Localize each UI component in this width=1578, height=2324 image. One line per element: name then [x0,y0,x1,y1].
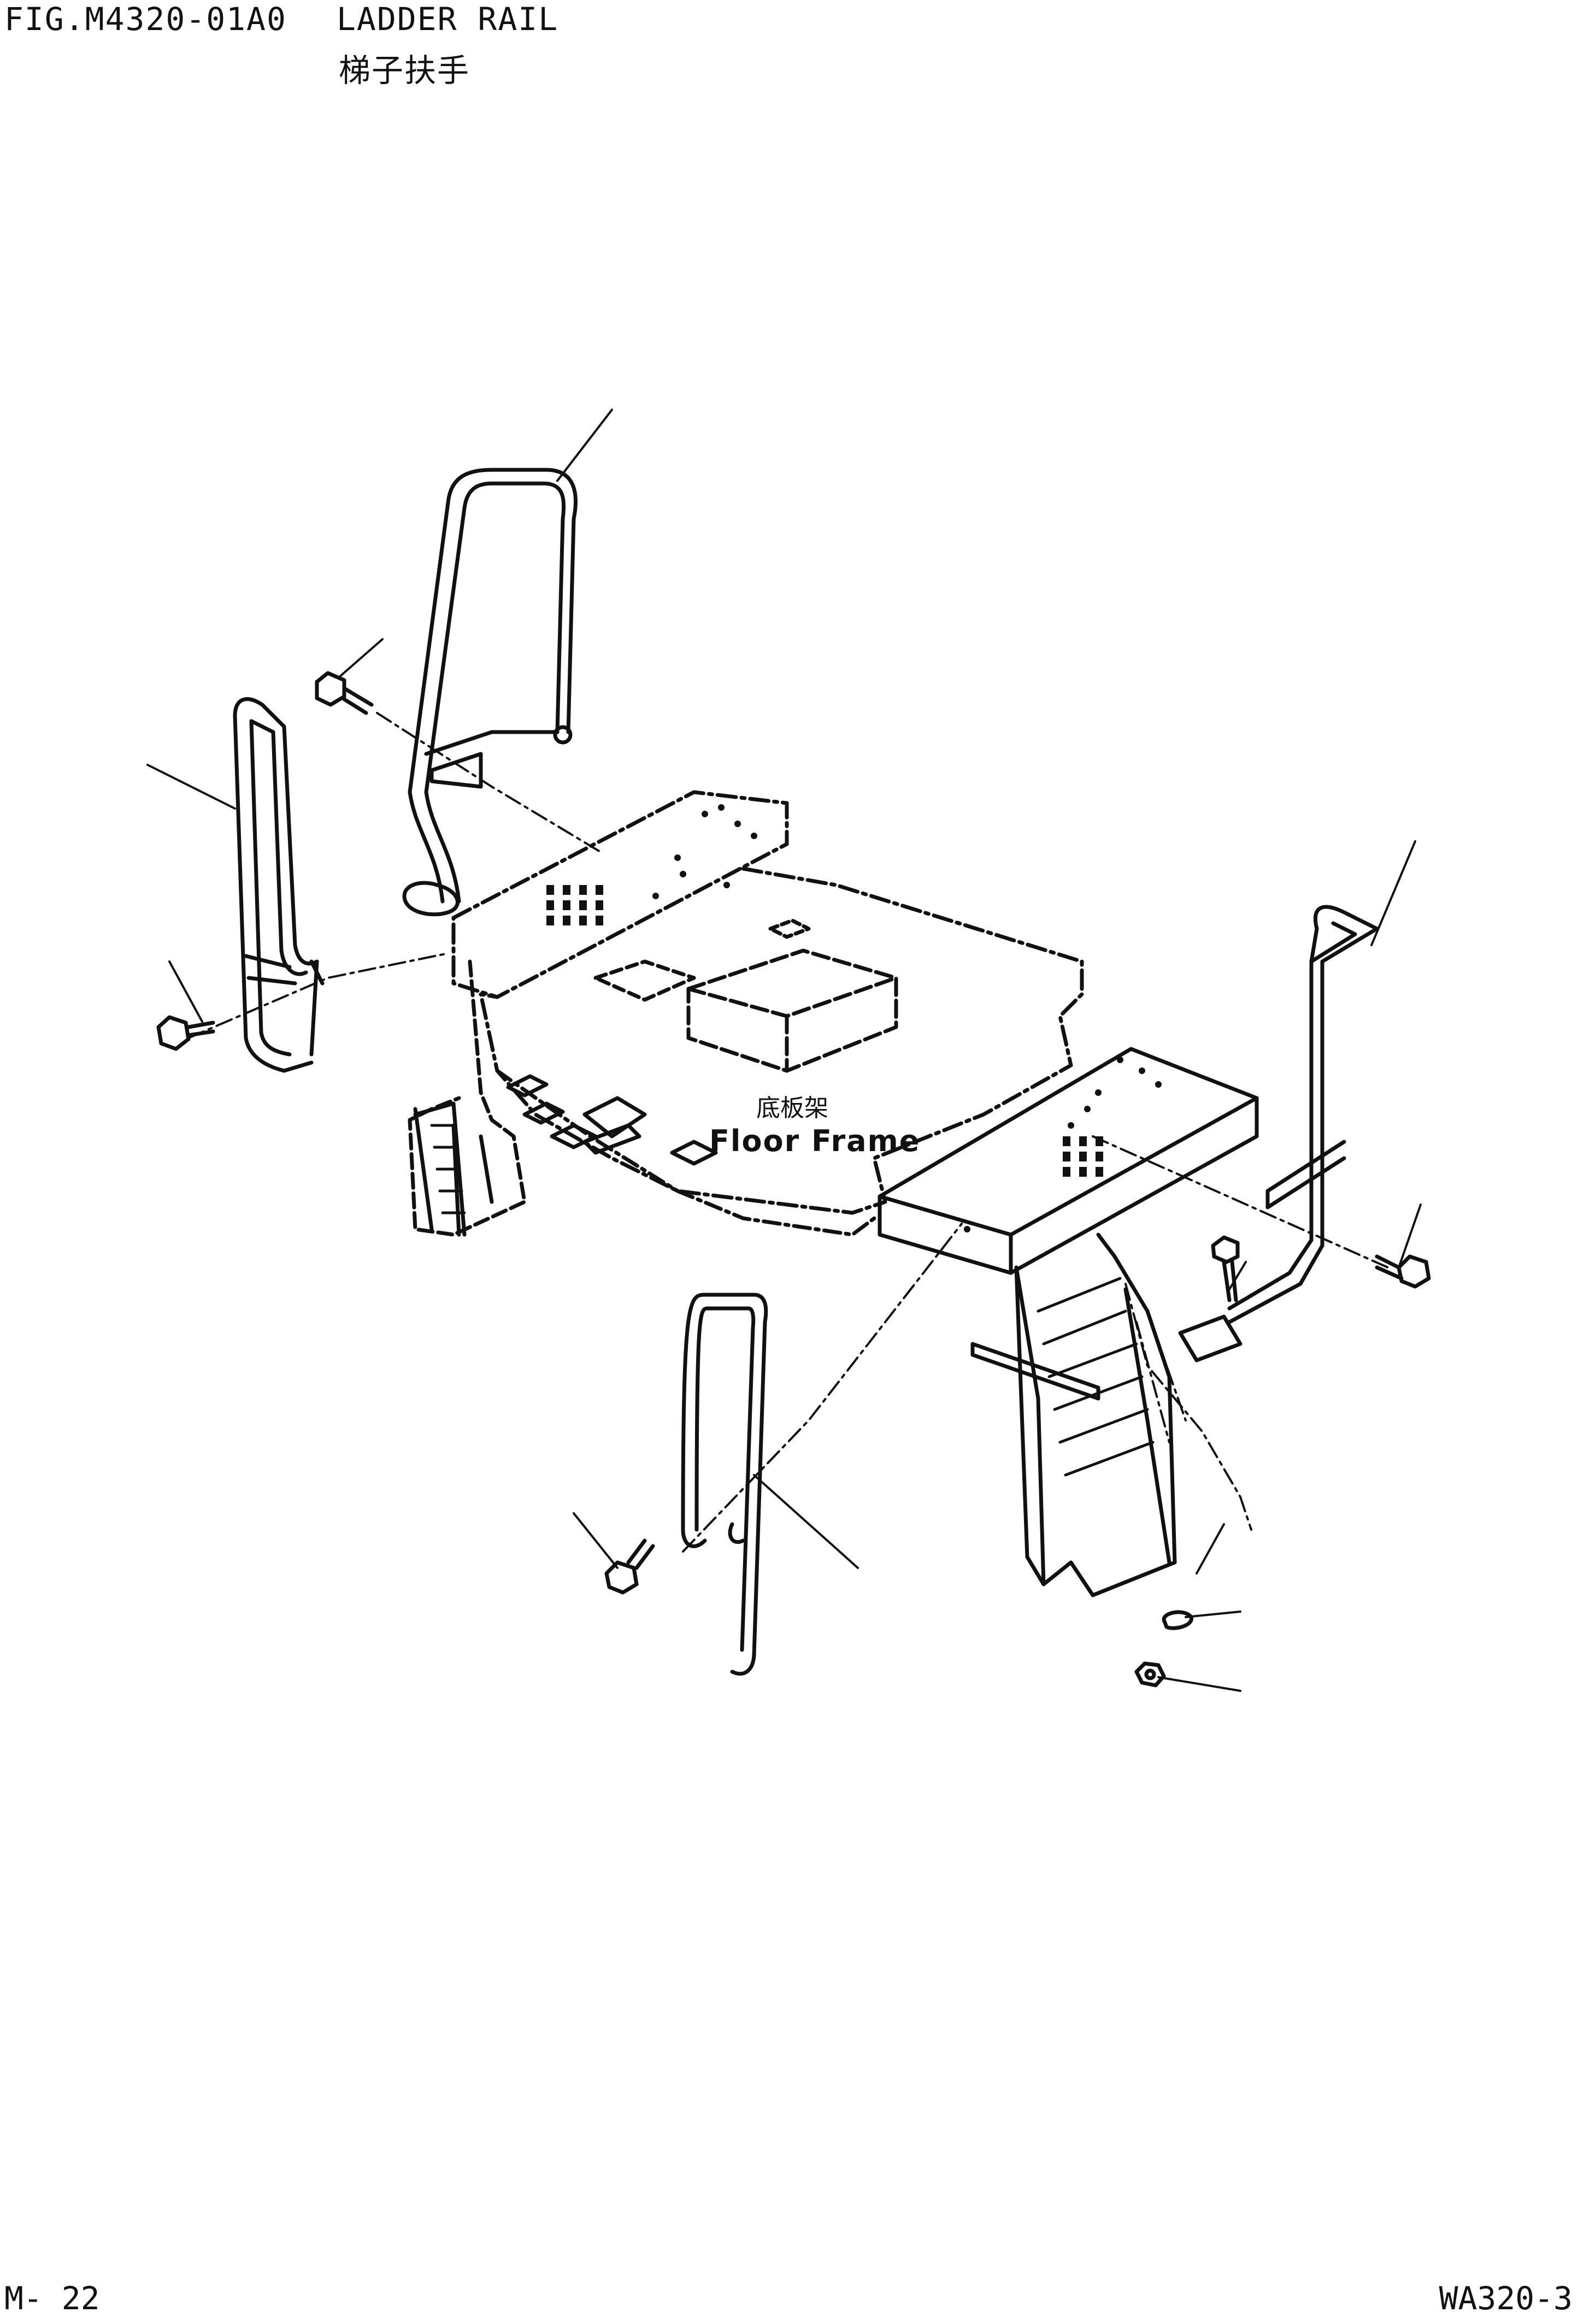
right-platform [878,1047,1259,1597]
bolt-left [156,1015,215,1051]
bolt-top [315,671,374,715]
left-ladder [408,959,527,1237]
handrail-right [1178,905,1379,1362]
figure-title-zh: 梯子扶手 [339,52,470,89]
page-number: M- 22 [4,2280,100,2317]
figure-number: FIG.M4320-01A0 [4,1,287,38]
model-number: WA320-3 [1439,2280,1573,2317]
bolt-bottom [604,1538,655,1595]
figure-title-en: LADDER RAIL [337,1,559,38]
bolt-right [1375,1254,1431,1289]
floor-frame [451,790,1084,1237]
bolt-right-vertical [1211,1235,1240,1302]
handrail-left [233,697,325,1073]
floor-frame-label-en: Floor Frame [709,1124,921,1158]
handrail-top [402,468,578,917]
washer [1162,1610,1193,1630]
leader-lines [146,409,1422,1692]
nut [1134,1661,1166,1688]
handrail-bottom [681,1293,768,1676]
assembly-lines [187,712,1389,1553]
floor-frame-label-zh: 底板架 [756,1094,828,1122]
